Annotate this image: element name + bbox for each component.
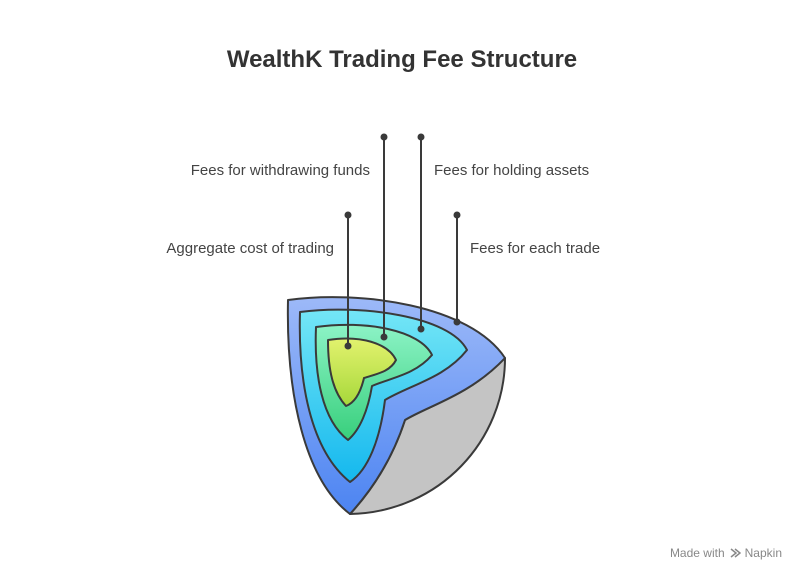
layer-core-shape xyxy=(327,337,397,407)
diagram-title: WealthK Trading Fee Structure xyxy=(226,46,578,73)
leader-dot-holding-top xyxy=(417,133,425,141)
leader-dot-trade-bottom xyxy=(453,318,461,326)
leader-dot-aggregate-bottom xyxy=(344,342,352,350)
label-withdrawing-funds: Fees for withdrawing funds xyxy=(190,162,370,179)
leader-dot-aggregate-top xyxy=(344,211,352,219)
label-each-trade: Fees for each trade xyxy=(470,240,601,257)
watermark-brand: Napkin xyxy=(744,546,782,560)
leader-dot-trade-top xyxy=(453,211,461,219)
leader-dot-withdraw-bottom xyxy=(380,333,388,341)
made-with-watermark[interactable]: Made with Napkin xyxy=(670,546,782,560)
label-aggregate-cost: Aggregate cost of trading xyxy=(166,240,334,257)
leader-dot-holding-bottom xyxy=(417,325,425,333)
napkin-logo-icon xyxy=(730,548,741,558)
leader-dot-withdraw-top xyxy=(380,133,388,141)
label-holding-assets: Fees for holding assets xyxy=(434,162,590,179)
watermark-prefix: Made with xyxy=(669,546,725,560)
